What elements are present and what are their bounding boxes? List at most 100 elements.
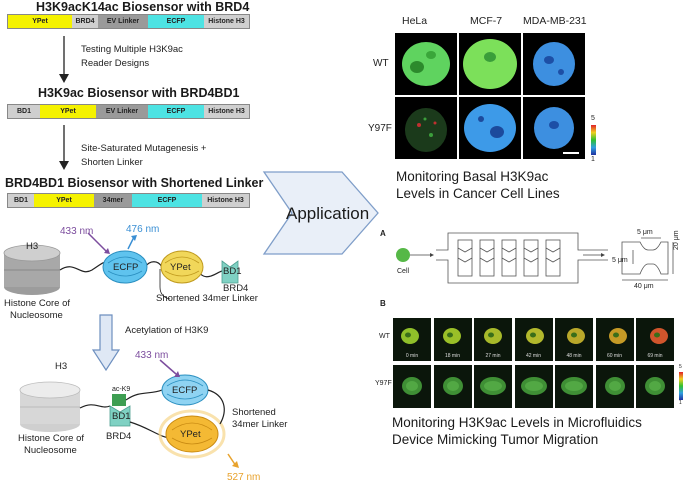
frame-y97f-3 bbox=[514, 365, 553, 408]
wavelength-433-top: 433 nm bbox=[60, 226, 94, 237]
histone-core-icon-faded bbox=[19, 381, 81, 432]
excitation-arrow-bottom bbox=[159, 359, 177, 375]
construct-bar-3: BD1 YPet 34mer ECFP Histone H3 bbox=[7, 193, 250, 208]
colorbar-cells-max: 5 bbox=[591, 115, 595, 122]
image-mcf7-y97f bbox=[459, 97, 521, 159]
frame-wt-3: 42 min bbox=[514, 318, 553, 361]
frame-wt-0: 0 min bbox=[393, 318, 431, 361]
bd1-domain-icon bbox=[221, 260, 239, 284]
ecfp-label-bottom: ECFP bbox=[172, 385, 198, 396]
title-brd4bd1: H3K9ac Biosensor with BRD4BD1 bbox=[38, 86, 240, 100]
dim-20um: 20 μm bbox=[673, 230, 680, 250]
application-label: Application bbox=[286, 204, 370, 223]
frame-time-label: 42 min bbox=[525, 353, 541, 359]
ypet-protein-icon-bottom bbox=[158, 409, 226, 459]
cell-label: Cell bbox=[397, 268, 410, 275]
frame-wt-2: 27 min bbox=[474, 318, 512, 361]
frame-y97f-4 bbox=[555, 365, 593, 408]
title-shortened-linker: BRD4BD1 Biosensor with Shortened Linker bbox=[5, 176, 264, 190]
bd1-label-top: BD1 bbox=[223, 266, 242, 277]
histone-label-bottom-1: Histone Core of bbox=[18, 433, 85, 444]
biosensor-schematic-top bbox=[3, 232, 239, 300]
ypet-label-top: YPet bbox=[170, 262, 191, 273]
histone-label-bottom-2: Nucleosome bbox=[24, 445, 77, 456]
histone-label-top-1: Histone Core of bbox=[4, 298, 71, 309]
step2-line2: Shorten Linker bbox=[81, 157, 143, 168]
panel-b-label: B bbox=[380, 299, 386, 308]
panel-a-label: A bbox=[380, 229, 386, 238]
frame-y97f-1 bbox=[433, 365, 472, 408]
bar1-ecfp: ECFP bbox=[148, 15, 204, 28]
channel-maze bbox=[436, 232, 608, 284]
excitation-arrow bbox=[87, 232, 107, 252]
down-arrow-2 bbox=[59, 125, 69, 170]
col-mcf7: MCF-7 bbox=[470, 15, 503, 27]
linker-label-bottom-1: Shortened bbox=[232, 407, 276, 418]
frame-y97f-5 bbox=[595, 365, 634, 408]
wavelength-433-bottom: 433 nm bbox=[135, 350, 169, 361]
colorbar-mf bbox=[679, 372, 683, 400]
row-y97f: Y97F bbox=[368, 123, 392, 134]
constriction-detail bbox=[621, 237, 674, 281]
h3-label-top: H3 bbox=[26, 241, 39, 252]
caption-microfluidics-1: Monitoring H3K9ac Levels in Microfluidic… bbox=[392, 415, 642, 430]
biosensor-schematic-bottom bbox=[19, 359, 239, 468]
bar1-brd4: BRD4 bbox=[72, 15, 98, 28]
col-hela: HeLa bbox=[402, 15, 428, 27]
frame-y97f-2 bbox=[474, 365, 512, 408]
brd4-label-top: BRD4 bbox=[223, 283, 249, 294]
ypet-protein-icon bbox=[160, 250, 204, 284]
image-mcf7-wt bbox=[459, 33, 521, 95]
wavelength-527: 527 nm bbox=[227, 472, 261, 483]
frame-time-label: 48 min bbox=[566, 353, 582, 359]
image-hela-y97f bbox=[395, 97, 457, 159]
dim-5um-top: 5 μm bbox=[637, 229, 653, 236]
frame-y97f-0 bbox=[393, 365, 431, 408]
mf-row-y97f: Y97F bbox=[375, 380, 392, 387]
bar2-ecfp: ECFP bbox=[148, 105, 204, 118]
application-arrow bbox=[262, 171, 379, 255]
bd1-domain-icon-bottom bbox=[109, 405, 131, 427]
title-h3k9ack14ac: H3K9acK14ac Biosensor with BRD4 bbox=[36, 0, 250, 14]
frame-time-label: 60 min bbox=[606, 353, 622, 359]
ack9-mark-icon bbox=[112, 394, 126, 406]
h3-label-bottom: H3 bbox=[55, 361, 68, 372]
construct-bar-2: BD1 YPet EV Linker ECFP Histone H3 bbox=[7, 104, 250, 119]
ecfp-protein-icon bbox=[102, 250, 148, 284]
bar2-histone: Histone H3 bbox=[204, 105, 249, 118]
ypet-label-bottom: YPet bbox=[180, 429, 201, 440]
frame-wt-6: 69 min bbox=[636, 318, 674, 361]
tether-line bbox=[59, 261, 109, 273]
frame-time-label: 18 min bbox=[444, 353, 460, 359]
bar2-bd1: BD1 bbox=[8, 105, 40, 118]
frame-time-label: 27 min bbox=[485, 353, 501, 359]
brd4-label-bottom: BRD4 bbox=[106, 431, 132, 442]
step1-line1: Testing Multiple H3K9ac bbox=[81, 44, 183, 55]
bd1-label-bottom: BD1 bbox=[112, 411, 131, 422]
down-arrow-1 bbox=[59, 36, 69, 83]
bar3-histone: Histone H3 bbox=[202, 194, 249, 207]
bar3-ecfp: ECFP bbox=[132, 194, 202, 207]
image-mdamb231-wt bbox=[523, 33, 585, 95]
bar1-histone: Histone H3 bbox=[204, 15, 249, 28]
dim-40um: 40 μm bbox=[634, 283, 654, 290]
step1-line2: Reader Designs bbox=[81, 58, 150, 69]
linker-label-top: Shortened 34mer Linker bbox=[156, 293, 258, 304]
acetylation-label: Acetylation of H3K9 bbox=[125, 325, 209, 336]
bar2-ev-linker: EV Linker bbox=[96, 105, 148, 118]
linker-line bbox=[144, 261, 163, 268]
bar3-34mer: 34mer bbox=[94, 194, 132, 207]
image-hela-wt bbox=[395, 33, 457, 95]
bar1-ypet: YPet bbox=[8, 15, 72, 28]
image-mdamb231-y97f bbox=[523, 97, 585, 159]
linker-label-bottom-2: 34mer Linker bbox=[232, 419, 288, 430]
cell-icon bbox=[396, 248, 410, 262]
frame-time-label: 69 min bbox=[647, 353, 663, 359]
dim-5um-left: 5 μm bbox=[612, 257, 628, 264]
bar1-ev-linker: EV Linker bbox=[98, 15, 148, 28]
caption-cell-lines-1: Monitoring Basal H3K9ac bbox=[396, 169, 549, 184]
caption-cell-lines-2: Levels in Cancer Cell Lines bbox=[396, 186, 560, 201]
step2-line1: Site-Saturated Mutagenesis + bbox=[81, 143, 207, 154]
bar2-ypet: YPet bbox=[40, 105, 96, 118]
